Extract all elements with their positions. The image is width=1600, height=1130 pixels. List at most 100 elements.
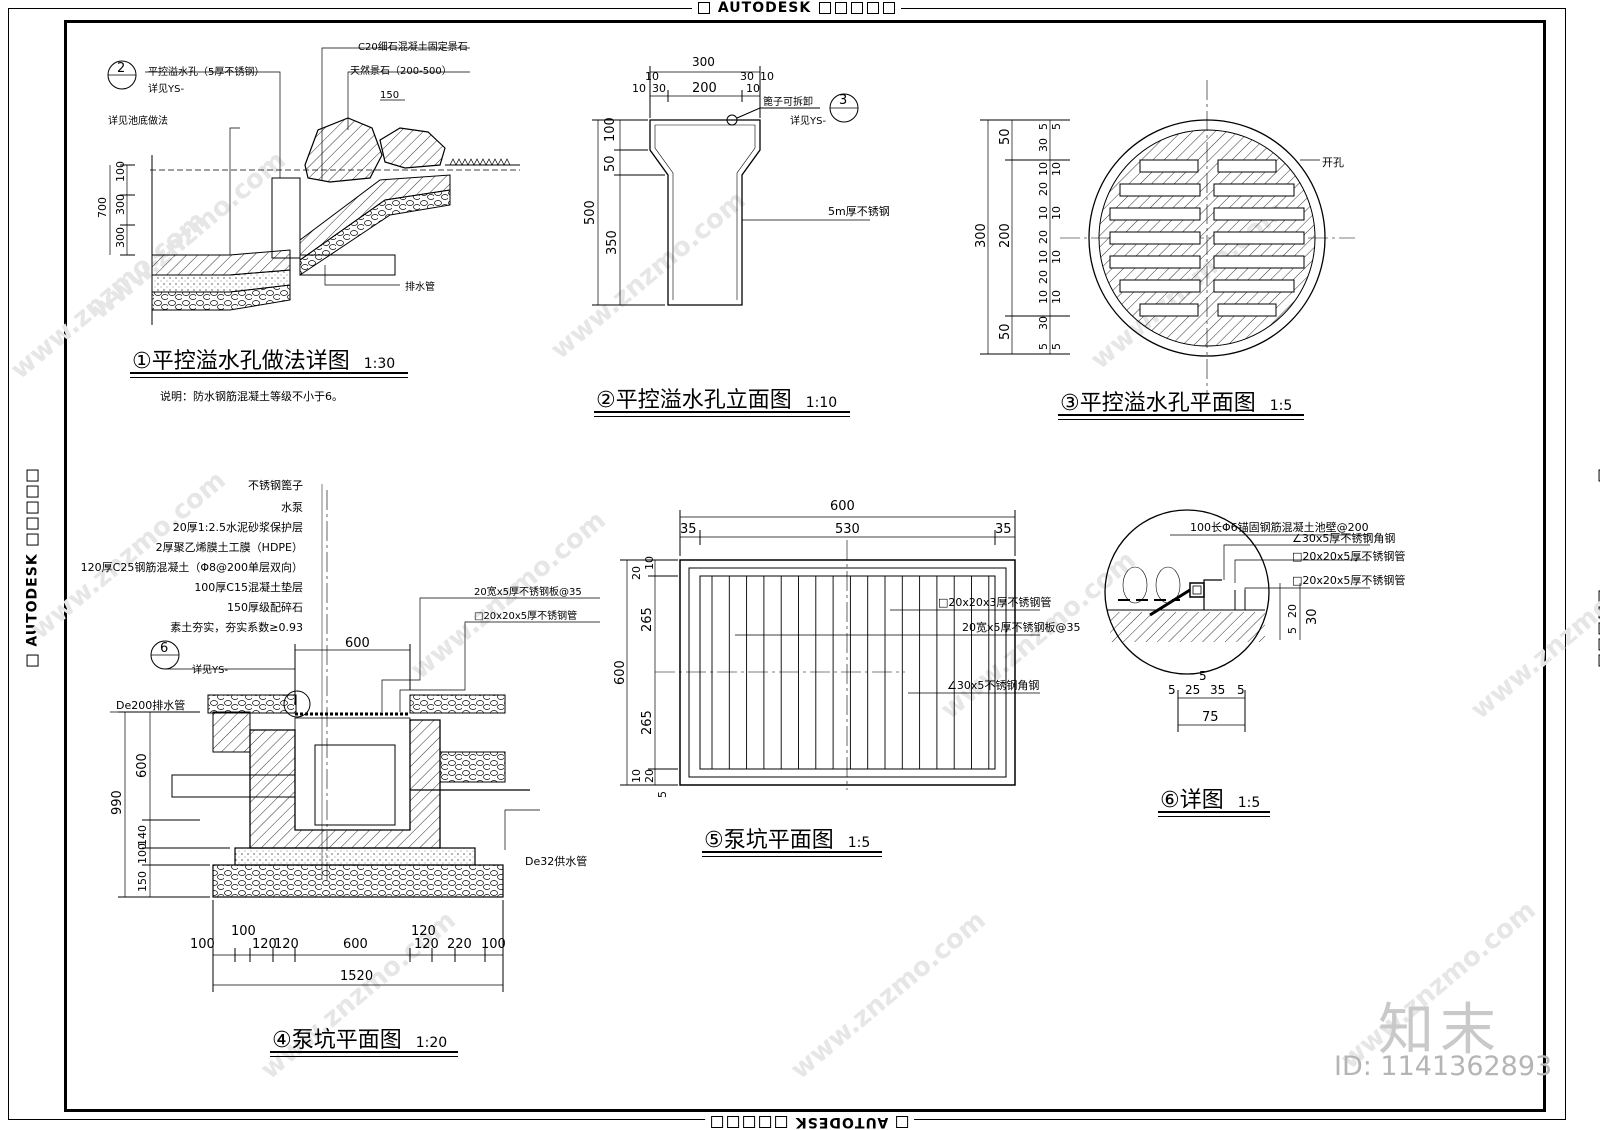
- d4-dim-150: 150: [136, 871, 149, 892]
- title-4-underline: [270, 1051, 458, 1053]
- d3-label-hole: 开孔: [1322, 156, 1344, 169]
- d3-dim-200: 200: [998, 223, 1013, 248]
- d2-label-see: 详见YS-: [790, 114, 826, 127]
- svg-text:100厚C15混凝土垫层: 100厚C15混凝土垫层: [194, 580, 303, 594]
- title-3-underline: [1058, 414, 1304, 416]
- d6-label-tube1: □20x20x5厚不锈钢管: [1292, 549, 1405, 563]
- svg-text:10: 10: [1050, 290, 1063, 304]
- svg-text:10: 10: [1050, 250, 1063, 264]
- d1-label-overflow: 平控溢水孔（5厚不锈钢）: [148, 65, 264, 78]
- svg-text:600: 600: [343, 937, 368, 952]
- d2-label-removable: 篦子可拆卸: [763, 95, 813, 108]
- d5-label-plate: 20宽x5厚不锈钢板@35: [962, 620, 1081, 634]
- detail-1-callout-number: 2: [117, 61, 125, 76]
- detail-4-section: [110, 484, 600, 992]
- title-5-underline2: [702, 856, 882, 857]
- d5-dim-600-left: 600: [613, 660, 628, 685]
- d2-dim-500: 500: [583, 200, 598, 225]
- svg-text:100: 100: [231, 924, 256, 939]
- d3-right-dims: 5 5 30 10 10 20 10 10 20 10 10 20 10 10 …: [1037, 123, 1063, 350]
- svg-text:120: 120: [411, 924, 436, 939]
- znzmo-logo-watermark: 知末: [1378, 998, 1502, 1063]
- svg-text:素土夯实，夯实系数≥0.93: 素土夯实，夯实系数≥0.93: [170, 620, 303, 634]
- d6-dim-5d: 5: [1237, 683, 1245, 697]
- svg-text:10: 10: [1037, 206, 1050, 220]
- d1-label-drain: 排水管: [405, 280, 435, 293]
- title-3-underline2: [1058, 419, 1304, 420]
- d1-label-see: 详见YS-: [148, 82, 184, 95]
- svg-text:150厚级配碎石: 150厚级配碎石: [227, 600, 303, 614]
- watermark-text-8: www.znzmo.com: [1465, 545, 1600, 725]
- d4-dim-600: 600: [135, 753, 150, 778]
- svg-text:水泵: 水泵: [281, 501, 303, 514]
- svg-text:20: 20: [1037, 230, 1050, 244]
- d1-label-rock: 天然景石（200-500）: [350, 64, 452, 77]
- detail-6-enlarged: [1104, 509, 1370, 732]
- d6-dim-30: 30: [1305, 608, 1320, 625]
- title-2-underline: [594, 411, 850, 413]
- svg-text:10: 10: [1050, 162, 1063, 176]
- d4-label-see: 详见YS-: [192, 663, 228, 676]
- d2-dim-30b: 30: [740, 70, 754, 83]
- d5-label-angle: ∠30x5不锈钢角钢: [947, 679, 1039, 692]
- d6-dim-35: 35: [1210, 683, 1225, 697]
- watermark-text-5: www.znzmo.com: [25, 465, 231, 645]
- d1-dim-100: 100: [114, 161, 127, 182]
- watermark-text-10: www.znzmo.com: [785, 905, 991, 1085]
- d3-dim-50a: 50: [998, 128, 1013, 145]
- svg-text:20: 20: [1037, 182, 1050, 196]
- d5-dim-600-top: 600: [830, 499, 855, 514]
- svg-text:220: 220: [447, 937, 472, 952]
- d2-dim-350: 350: [605, 230, 620, 255]
- svg-text:5: 5: [1050, 123, 1063, 130]
- d4-dim-total: 1520: [340, 969, 373, 984]
- title-4-underline2: [270, 1056, 458, 1057]
- d1-dim-150: 150: [380, 90, 399, 101]
- title-2-underline2: [594, 416, 850, 417]
- d5-dim-5: 5: [656, 791, 669, 798]
- d6-dim-20: 20: [1286, 604, 1299, 618]
- d2-label-stainless: 5m厚不锈钢: [828, 205, 890, 218]
- d2-dim-30a: 30: [652, 82, 666, 95]
- d4-dim-140: 140: [136, 825, 149, 846]
- svg-text:10: 10: [1037, 250, 1050, 264]
- d1-dim-300a: 300: [114, 194, 127, 215]
- svg-text:10: 10: [1037, 290, 1050, 304]
- d5-dim-10a: 10: [643, 556, 656, 570]
- svg-text:2厚聚乙烯膜土工膜（HDPE）: 2厚聚乙烯膜土工膜（HDPE）: [156, 541, 303, 554]
- d1-label-concrete: C20细石混凝土固定景石: [358, 40, 468, 53]
- d5-dim-20b: 20: [643, 769, 656, 783]
- d2-dim-10b: 10: [746, 82, 760, 95]
- d5-dim-20a: 20: [630, 566, 643, 580]
- d6-dim-75: 75: [1202, 710, 1219, 725]
- svg-text:5: 5: [1037, 343, 1050, 350]
- title-1-underline2: [130, 377, 408, 378]
- d4-label-stack: 不锈钢篦子 水泵 20厚1:2.5水泥砂浆保护层 2厚聚乙烯膜土工膜（HDPE）…: [81, 478, 303, 634]
- d5-dim-530: 530: [835, 522, 860, 537]
- d3-dim-50b: 50: [998, 323, 1013, 340]
- d4-label-drain: De200排水管: [116, 698, 185, 712]
- detail-3-plan: [980, 80, 1355, 400]
- title-6-underline: [1158, 811, 1270, 813]
- detail-1-section: [107, 47, 520, 325]
- d4-dim-990: 990: [110, 790, 125, 815]
- d6-label-tube2: □20x20x5厚不锈钢管: [1292, 573, 1405, 587]
- detail-5-grating-plan: [620, 510, 1040, 790]
- d2-dim-100: 100: [603, 117, 618, 142]
- d4-dim-100: 100: [136, 843, 149, 864]
- svg-text:不锈钢篦子: 不锈钢篦子: [248, 478, 303, 492]
- drawing-id-watermark: ID: 1141362893: [1334, 1051, 1553, 1082]
- svg-text:20厚1:2.5水泥砂浆保护层: 20厚1:2.5水泥砂浆保护层: [173, 520, 303, 534]
- d6-label-angle: ∠30x5厚不锈钢角钢: [1292, 532, 1395, 545]
- note-detail-1: 说明：防水钢筋混凝土等级不小于6。: [160, 390, 343, 403]
- d4-dim-600-top: 600: [345, 636, 370, 651]
- svg-text:10: 10: [1050, 206, 1063, 220]
- drawing-inner-frame: [64, 20, 1546, 1112]
- d5-dim-35b: 35: [995, 522, 1012, 537]
- d2-dim-10a: 10: [632, 82, 646, 95]
- d2-dim-10c: 10: [645, 70, 659, 83]
